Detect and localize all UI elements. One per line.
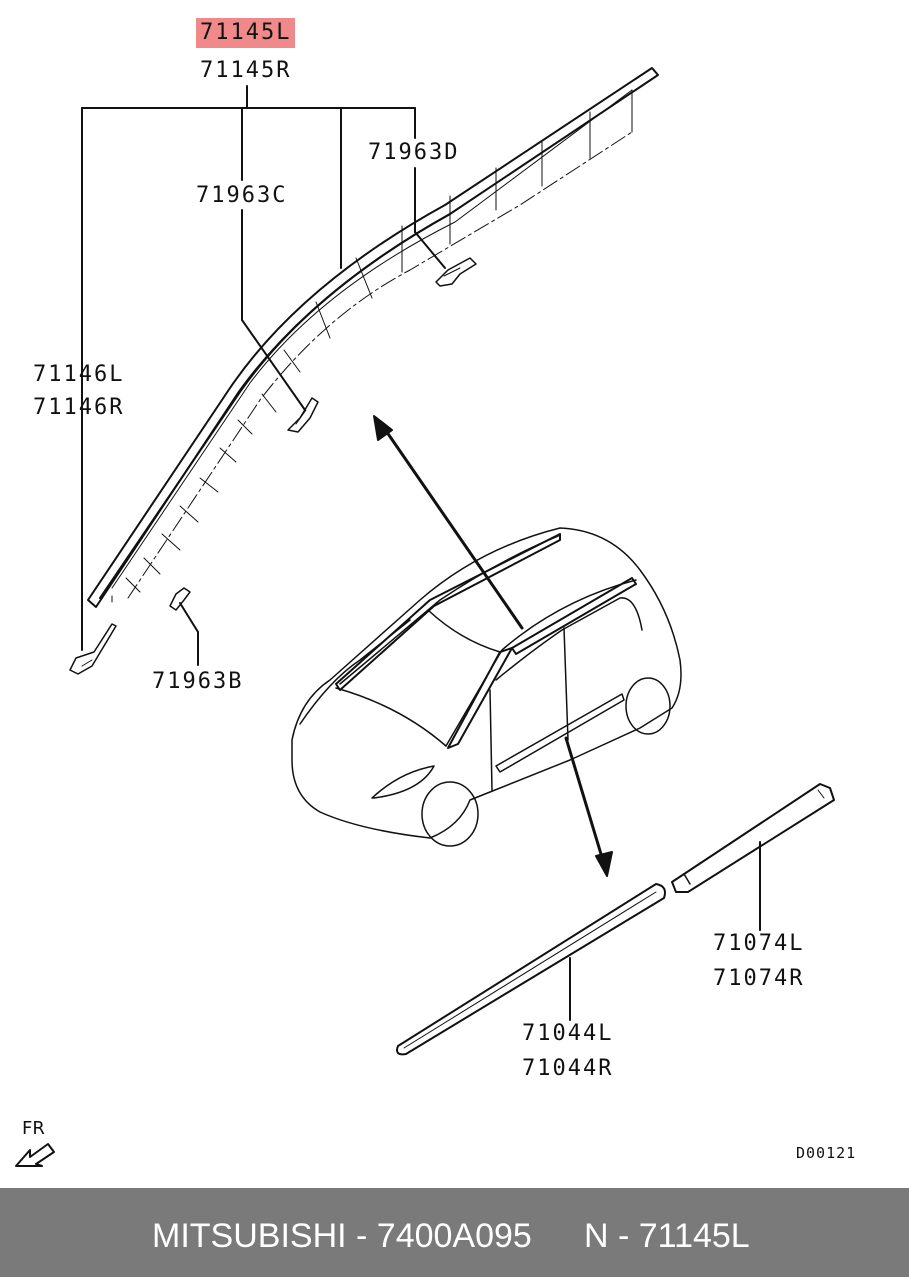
label-71074R: 71074R <box>713 966 805 991</box>
label-71044L: 71044L <box>522 1021 614 1046</box>
clip-pillar-icon <box>69 623 117 675</box>
label-71963C: 71963C <box>196 183 288 208</box>
door-molding-lower <box>396 883 666 1056</box>
car-outline <box>291 527 682 847</box>
leader-lines <box>81 85 761 1021</box>
label-71145L: 71145L <box>196 18 296 48</box>
clip-b-icon <box>169 587 191 611</box>
clip-c-icon <box>287 397 319 433</box>
label-71963B: 71963B <box>152 669 244 694</box>
label-71146R: 71146R <box>33 395 125 420</box>
door-molding-upper <box>671 783 835 893</box>
footer-brand-part: MITSUBISHI - 7400A095 <box>152 1217 532 1255</box>
footer-catalog-part: N - 71145L <box>584 1217 750 1255</box>
label-highlight: 71145L <box>196 18 296 48</box>
arrow-up-icon <box>373 415 524 630</box>
label-71044R: 71044R <box>522 1056 614 1081</box>
front-direction-arrow-icon <box>15 1143 55 1167</box>
clip-d-icon <box>435 257 477 287</box>
label-71074L: 71074L <box>713 931 805 956</box>
roof-molding <box>87 67 659 608</box>
front-direction-label: FR <box>22 1118 45 1139</box>
footer-bar <box>0 1188 909 1277</box>
label-71145R: 71145R <box>200 58 292 83</box>
label-71146L: 71146L <box>33 362 125 387</box>
parts-diagram <box>15 67 835 1167</box>
label-71963D: 71963D <box>368 140 460 165</box>
diagram-reference-code: D00121 <box>796 1144 857 1162</box>
